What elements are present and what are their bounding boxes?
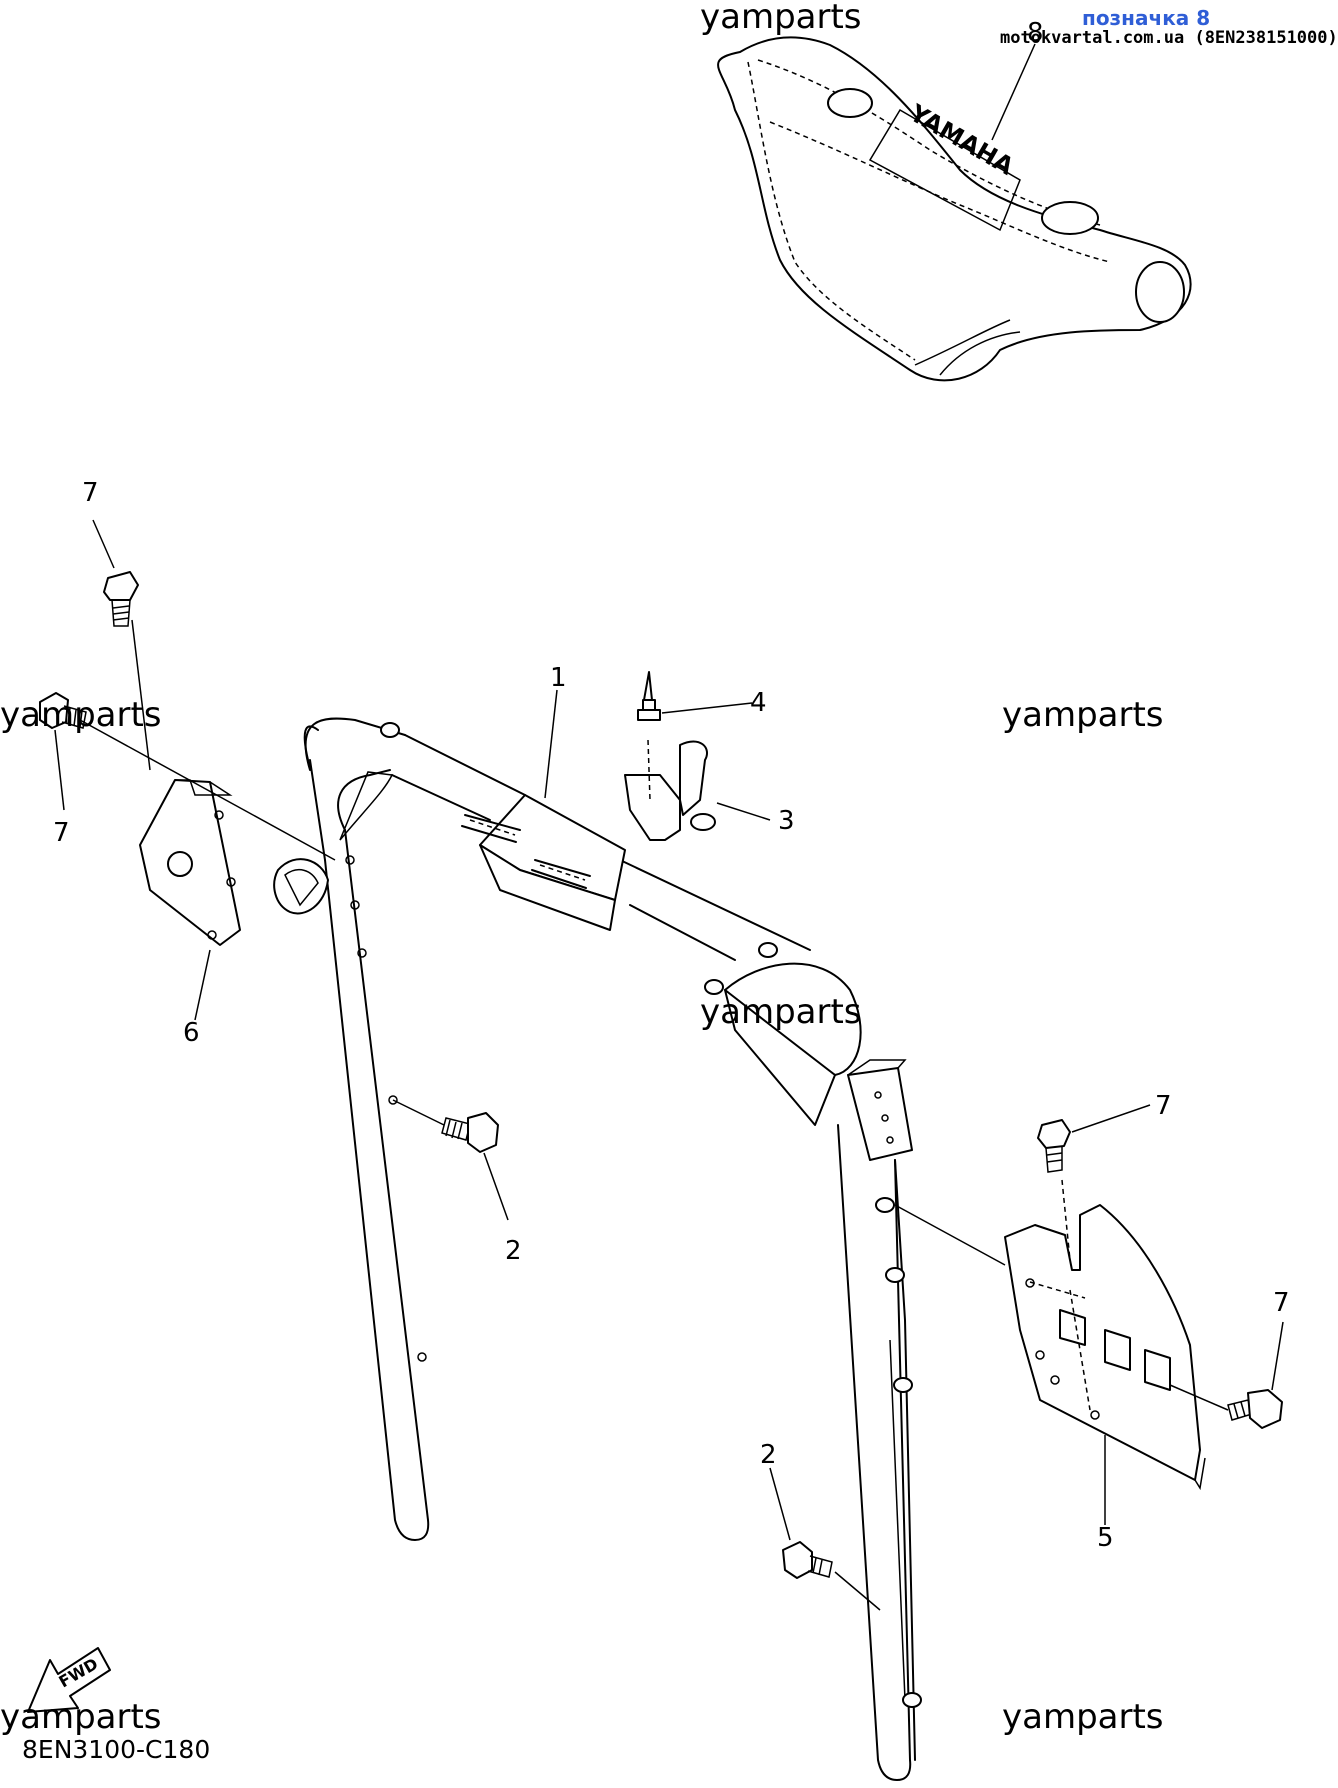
grommet (273, 858, 329, 915)
callout-1: 1 (550, 663, 567, 693)
badge-subtitle: motokvartal.com.ua (8EN238151000) (1000, 28, 1338, 48)
callout-6: 6 (183, 1018, 200, 1048)
watermark-top: yamparts (700, 0, 862, 37)
rivet-part-4 (637, 671, 661, 721)
callout-4: 4 (750, 688, 767, 718)
plate-part-6 (139, 779, 241, 946)
callout-7-left: 7 (53, 818, 70, 848)
watermark-bottom-right: yamparts (1002, 1697, 1164, 1737)
bolt-7-right-lower (1227, 1389, 1283, 1429)
watermark-center: yamparts (700, 992, 862, 1032)
handlebar-pad-part-8 (717, 36, 1192, 382)
callout-7-top-left: 7 (82, 478, 99, 508)
bolt-7-top-left (103, 571, 139, 627)
callout-2-middle: 2 (505, 1236, 522, 1266)
clip-part-3 (624, 739, 716, 841)
callout-7-right-upper: 7 (1155, 1091, 1172, 1121)
diagram-code: 8EN3100-C180 (22, 1735, 211, 1764)
callout-8: 8 (1027, 18, 1044, 48)
callout-5: 5 (1097, 1523, 1114, 1553)
bolt-7-right-upper (1037, 1119, 1071, 1173)
callout-7-right-lower: 7 (1273, 1288, 1290, 1318)
callout-3: 3 (778, 806, 795, 836)
bolt-7-left (39, 692, 87, 729)
badge-title: позначка 8 (1082, 6, 1211, 30)
bolt-part-2-middle (441, 1112, 499, 1153)
fwd-arrow-icon (27, 1647, 111, 1713)
plate-part-5 (1004, 1204, 1206, 1491)
watermark-right: yamparts (1002, 695, 1164, 735)
watermark-bottom-left: yamparts (0, 1697, 162, 1737)
bolt-part-2-bottom (782, 1541, 833, 1579)
watermark-left: yamparts (0, 695, 162, 735)
callout-2-bottom: 2 (760, 1440, 777, 1470)
handlebar-frame-part-1 (303, 717, 922, 1781)
